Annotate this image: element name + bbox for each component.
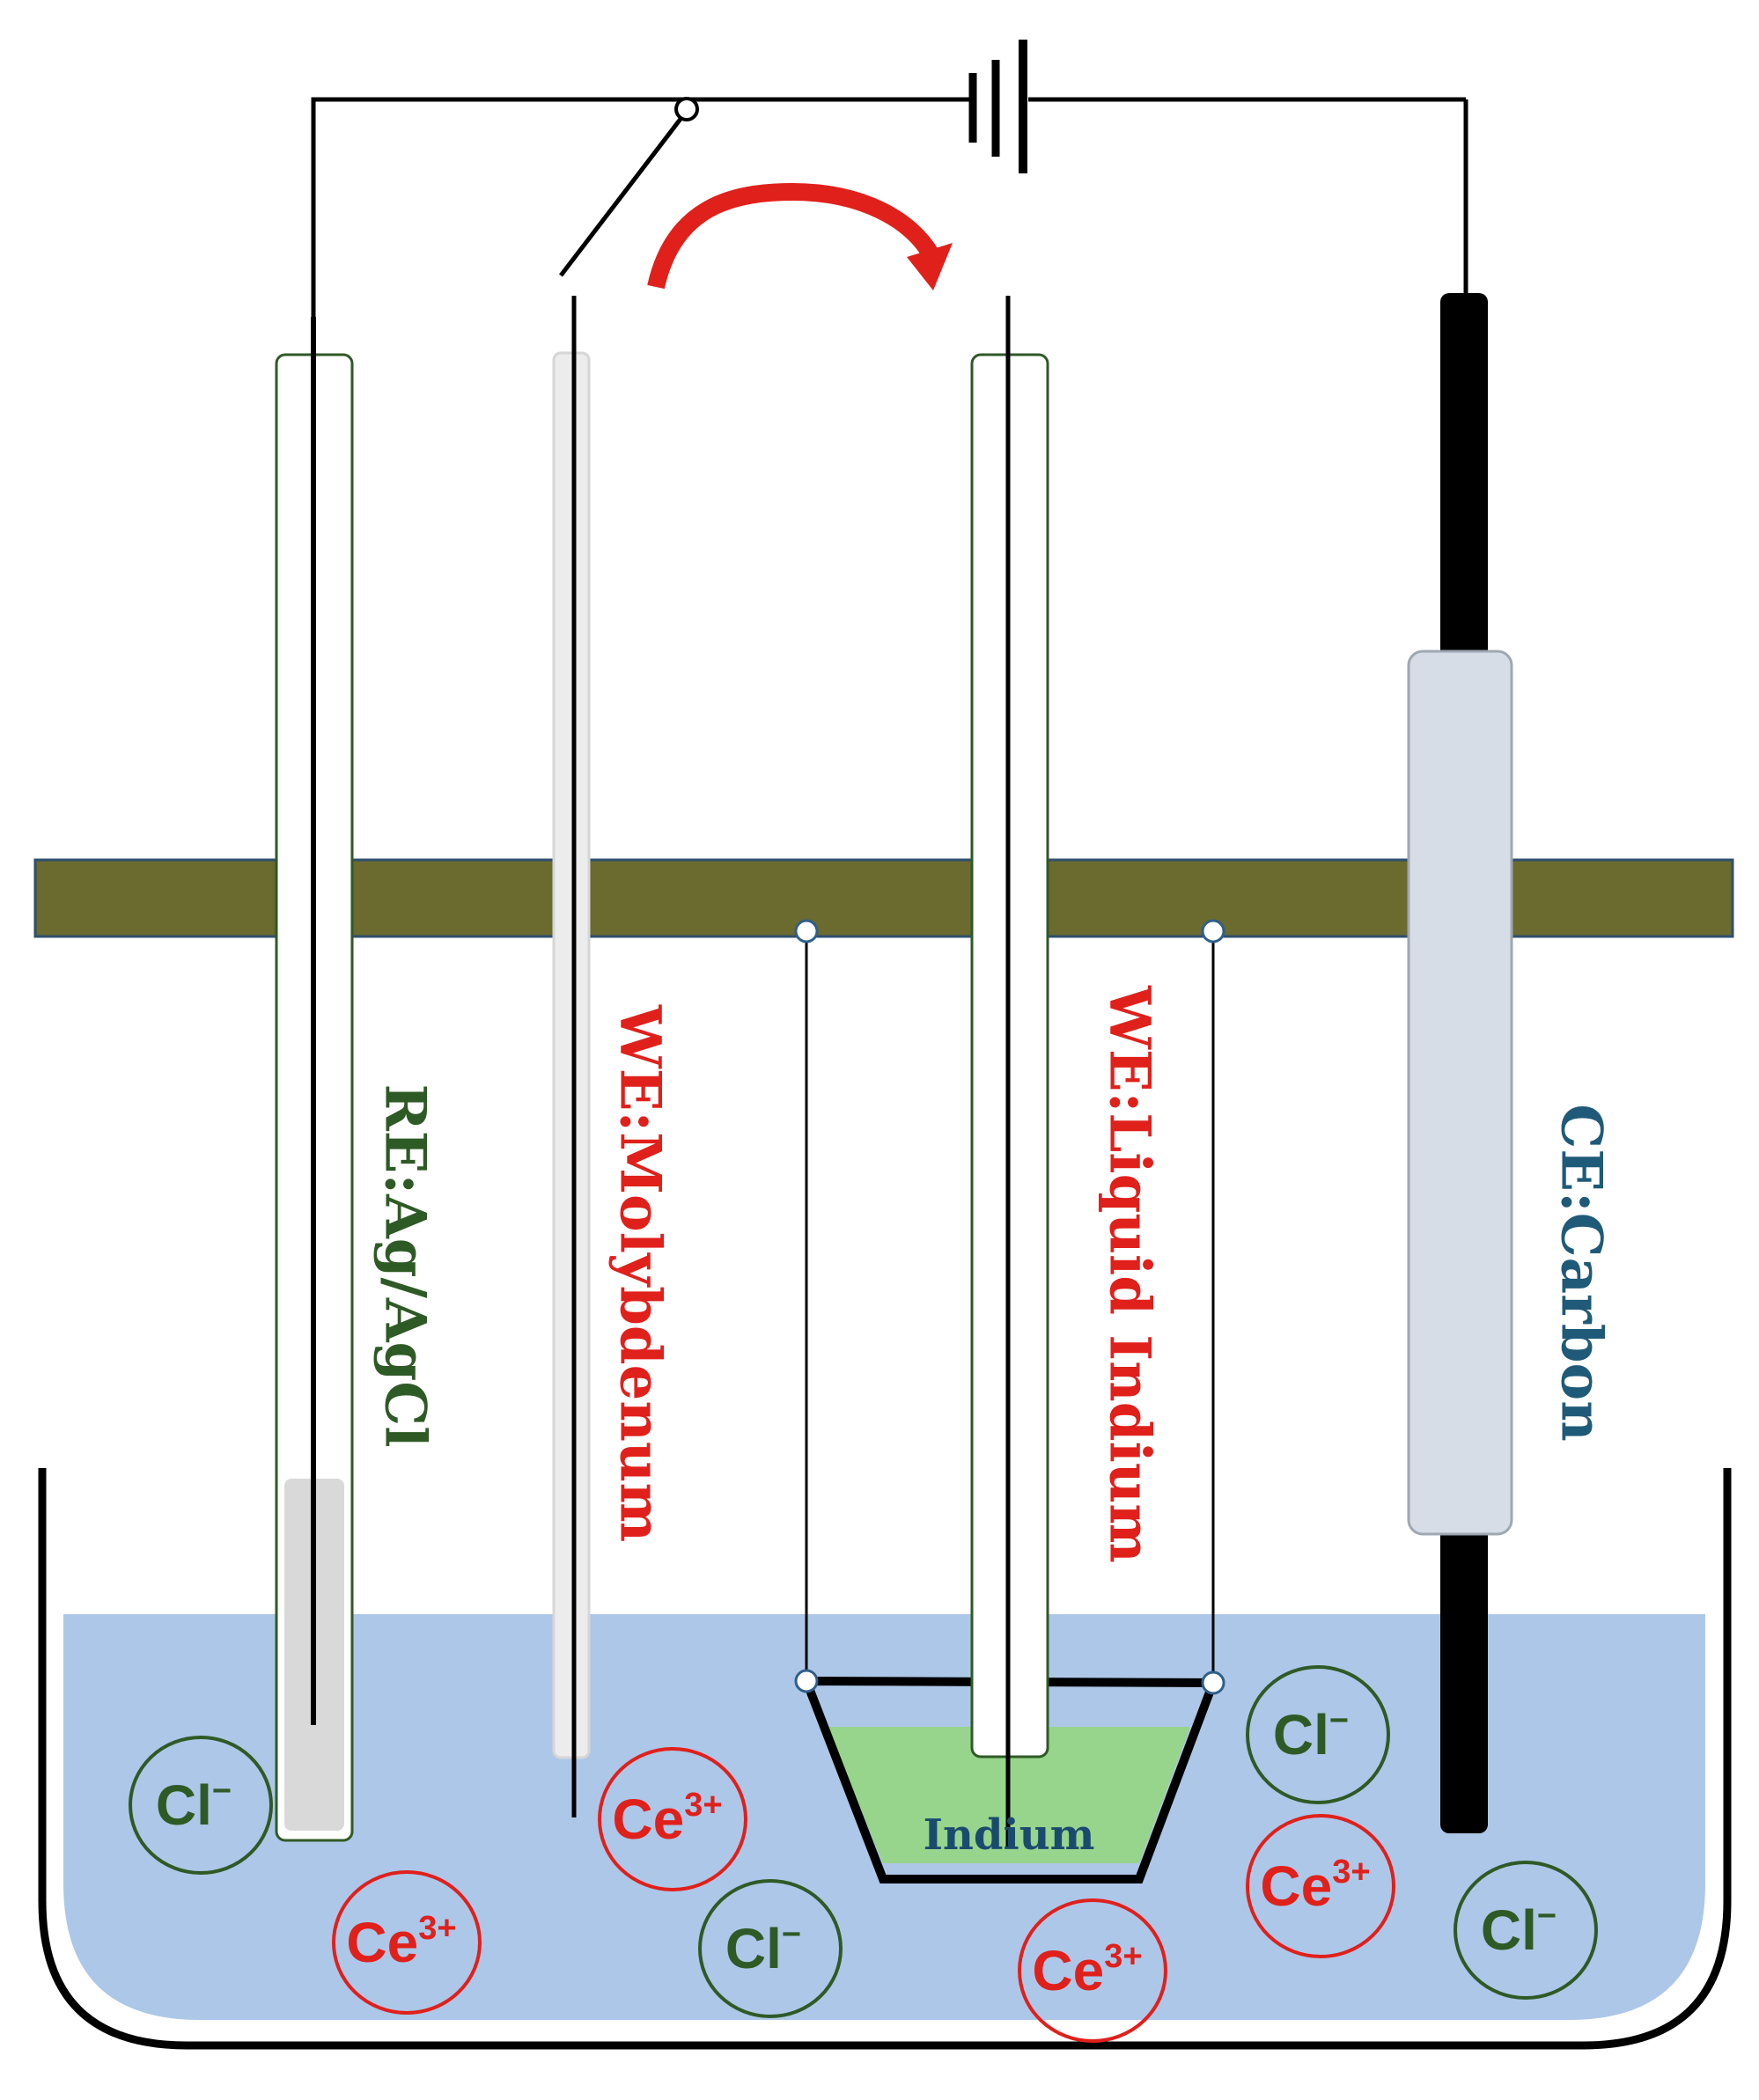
cl-ion-label: Cl− [1481,1898,1557,1962]
switch-icon[interactable] [559,97,699,277]
cl-ion-ring [1454,1861,1598,2000]
ce-ion-ring [332,1870,482,2015]
we-molybdenum-label: WE:Molybdenum [607,1004,673,1542]
ce-ion-label: Ce3+ [1260,1854,1370,1918]
cl-ion: Cl− [1246,1665,1390,1804]
ce-ion: Ce3+ [598,1747,747,1891]
cl-ion-label: Cl− [1273,1702,1349,1766]
ce-ion: Ce3+ [1018,1898,1167,2043]
ce-ion-ring [1246,1814,1395,1958]
cl-ion-label: Cl− [725,1916,801,1980]
switch-arrow-icon [647,182,953,290]
cl-ion: Cl− [129,1736,273,1875]
cl-ion: Cl− [1454,1861,1598,2000]
ce-ion-ring [1018,1898,1167,2043]
re-label: RE:Ag/AgCl [372,1083,438,1447]
cl-ion-label: Cl− [156,1773,232,1837]
ce-ion-label: Ce3+ [346,1910,456,1974]
liquid-indium-electrode [970,296,1049,1848]
indium-label: Indium [924,1810,1095,1860]
cl-ion-ring [129,1736,273,1875]
ce-ion-label: Ce3+ [1032,1938,1142,2002]
ions-layer: Cl− Cl− Cl− Cl− Ce3+ Ce3+ Ce3+ Ce3+ [129,1665,1598,2043]
hanger-nodes [794,919,1225,1695]
ce-ion-ring [598,1747,747,1891]
cl-ion: Cl− [698,1879,843,2018]
cl-ion-ring [1246,1665,1390,1804]
ce-ion: Ce3+ [1246,1814,1395,1958]
beaker [38,1468,1732,2050]
ce-ion-label: Ce3+ [612,1787,722,1851]
ce-label: CE:Carbon [1549,1104,1615,1441]
carbon-electrode [1407,293,1513,1833]
battery-icon [968,40,1027,173]
reference-electrode [275,317,354,1842]
ce-ion: Ce3+ [332,1870,482,2015]
we-liquid-indium-label: WE:Liquid Indium [1097,985,1163,1563]
cl-ion-ring [698,1879,843,2018]
molybdenum-electrode [552,296,591,1817]
crucible-hangers [805,931,1215,1683]
